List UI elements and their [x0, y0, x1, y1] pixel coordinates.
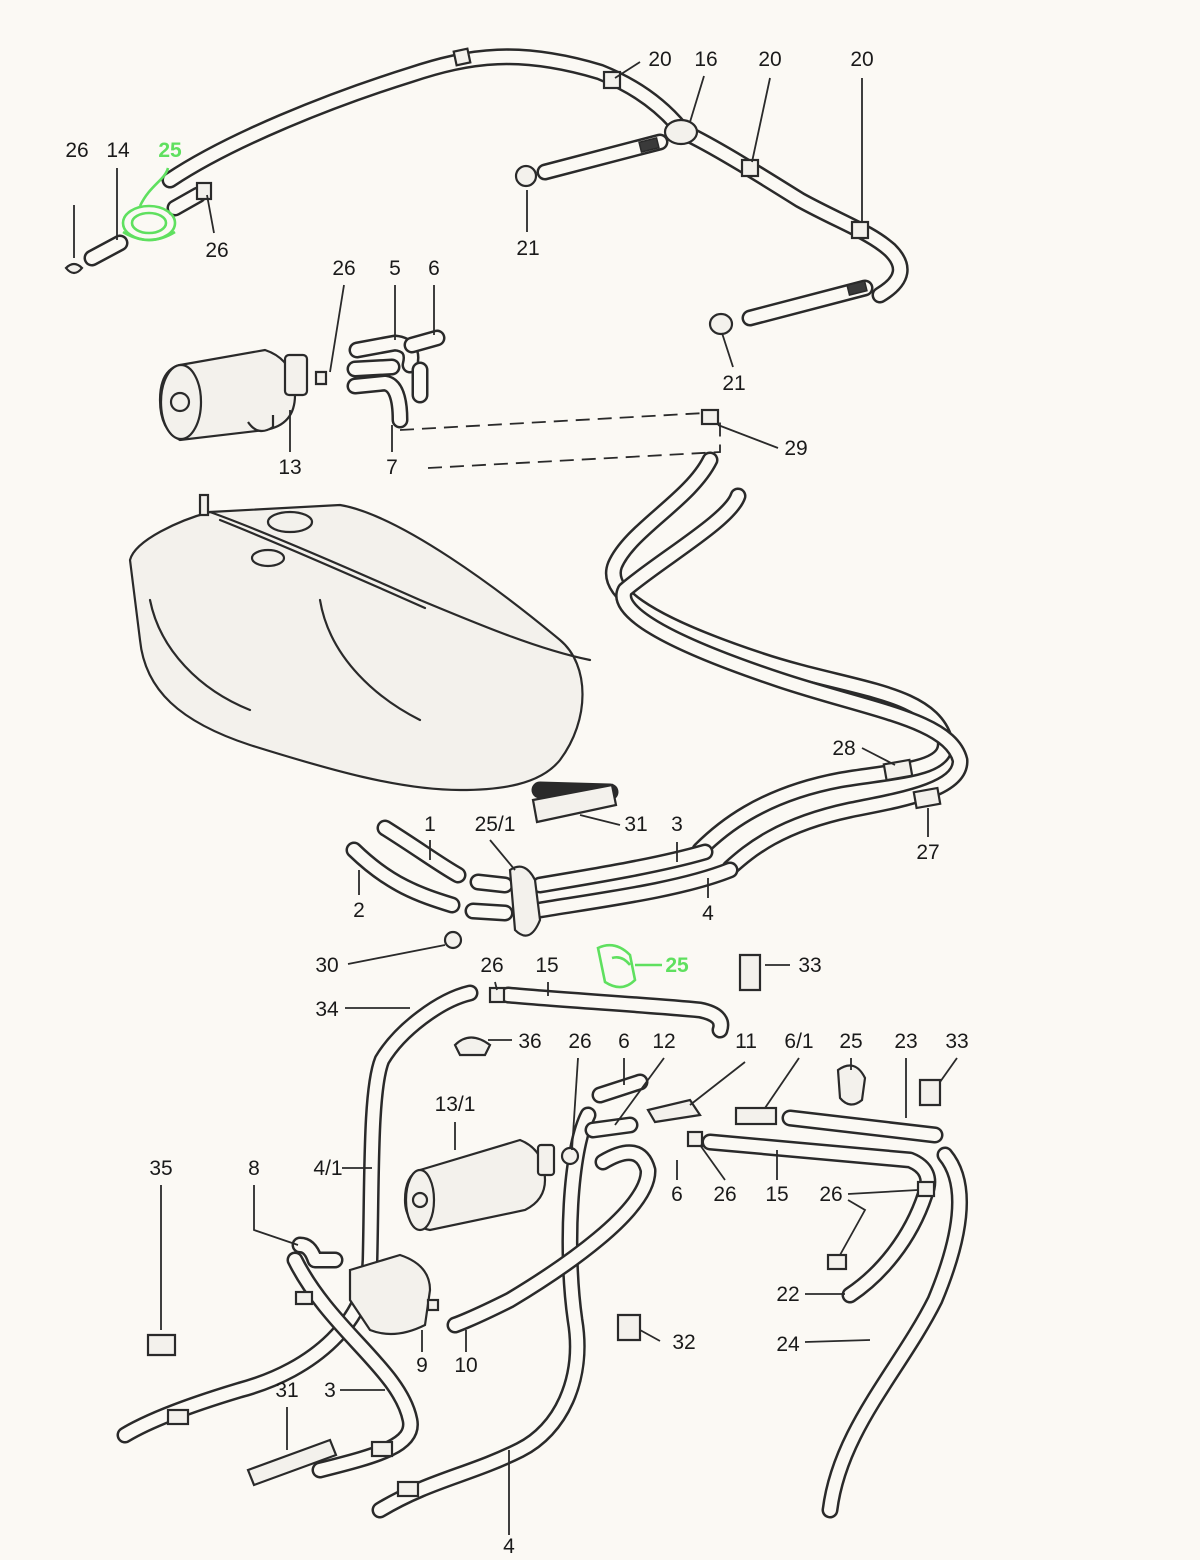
callout-label-l33b: 33: [945, 1030, 968, 1053]
sleeve-31-a: [531, 783, 618, 824]
callout-label-l61: 6/1: [784, 1030, 813, 1053]
callout-label-l33a: 33: [798, 954, 821, 977]
callout-label-l12: 12: [652, 1030, 675, 1053]
callout-label-l20b: 20: [758, 48, 781, 71]
grommet-25-1-assembly: [345, 781, 619, 950]
fuel-pump-13-1-assembly: [291, 1138, 556, 1336]
clamp-20-c: [850, 220, 870, 240]
sleeve-6-1: [734, 1106, 778, 1126]
callout-label-l10: 10: [454, 1354, 477, 1377]
callout-label-l3a: 3: [671, 813, 683, 836]
callout-label-l26c: 26: [332, 257, 355, 280]
callout-label-l25a: 25: [158, 139, 182, 162]
callout-label-l35: 35: [149, 1157, 172, 1180]
main-fuel-lines: [531, 451, 969, 919]
t-piece-11: [646, 1098, 702, 1124]
callout-label-l14: 14: [106, 139, 130, 162]
callout-label-l23: 23: [894, 1030, 917, 1053]
callout-label-l4a: 4: [702, 902, 714, 925]
callout-label-l29: 29: [784, 437, 807, 460]
clamp-30: [443, 930, 463, 950]
callout-label-l3b: 3: [324, 1379, 336, 1402]
callout-label-l1: 1: [424, 813, 436, 836]
grommet-25-c: [836, 1064, 867, 1106]
cap-21-b: [708, 312, 734, 336]
grommet-25-highlighted-a: [121, 167, 177, 242]
clamp-20-b: [740, 158, 760, 178]
callout-label-l15b: 15: [765, 1183, 788, 1206]
clamp-20-a: [602, 70, 622, 90]
grommet-25-1: [508, 865, 542, 937]
cap-35: [146, 1333, 177, 1357]
callout-label-l30: 30: [315, 954, 338, 977]
callout-label-l8: 8: [248, 1157, 260, 1180]
callout-label-l28: 28: [832, 737, 855, 760]
clamp-26-d: [488, 986, 506, 1004]
callout-label-l9: 9: [416, 1354, 428, 1377]
callout-label-l36: 36: [518, 1030, 541, 1053]
callout-label-l4b: 4: [503, 1535, 515, 1558]
callout-label-l26a: 26: [65, 139, 88, 162]
callout-label-l21b: 21: [722, 372, 745, 395]
callout-label-l27: 27: [916, 841, 939, 864]
clamp-29: [700, 408, 720, 426]
callout-label-l25c: 25: [839, 1030, 862, 1053]
lower-hoses: [116, 984, 968, 1519]
fuel-tank: [128, 493, 592, 792]
clamp-26-g: [826, 1253, 848, 1271]
t-connector-16: [663, 118, 699, 146]
sleeve-31-b: [246, 1438, 338, 1487]
callout-label-l26d: 26: [480, 954, 503, 977]
callout-label-l20a: 20: [648, 48, 671, 71]
clip-33-b: [918, 1078, 942, 1107]
callout-label-l41: 4/1: [313, 1157, 342, 1180]
callout-label-l251: 25/1: [475, 813, 516, 836]
clamp-26-a: [64, 262, 84, 275]
cap-21-a: [514, 164, 538, 188]
leader-lines: [73, 61, 958, 1535]
clamp-26-e: [560, 1146, 580, 1166]
callout-label-l34: 34: [315, 998, 339, 1021]
clamp-26-f: [686, 1130, 704, 1148]
callout-label-l26b: 26: [205, 239, 228, 262]
cap-36: [453, 1036, 492, 1057]
callout-label-l6c: 6: [671, 1183, 683, 1206]
filter-9: [348, 1253, 432, 1336]
callout-label-l25b: 25: [665, 954, 689, 977]
clip-33-a: [738, 953, 762, 992]
callout-label-l2: 2: [353, 899, 365, 922]
clip-32: [616, 1313, 642, 1342]
sleeve-27: [912, 786, 942, 810]
callout-label-l13: 13: [278, 456, 301, 479]
callout-label-l31a: 31: [624, 813, 647, 836]
callout-label-l31b: 31: [275, 1379, 298, 1402]
callout-label-l26f: 26: [713, 1183, 736, 1206]
callout-label-l6a: 6: [428, 257, 440, 280]
callout-label-l131: 13/1: [435, 1093, 476, 1116]
callout-label-l22: 22: [776, 1283, 799, 1306]
callout-label-l7: 7: [386, 456, 398, 479]
callout-label-l5: 5: [389, 257, 401, 280]
callout-label-l16: 16: [694, 48, 717, 71]
top-left-small-parts: [64, 167, 213, 275]
callout-label-l15a: 15: [535, 954, 558, 977]
fuel-pump-13-assembly: [158, 329, 721, 469]
grommet-25-highlighted-b: [596, 943, 662, 989]
callout-label-l11: 11: [735, 1030, 757, 1053]
callout-label-l21a: 21: [516, 237, 539, 260]
callout-label-l26e: 26: [568, 1030, 591, 1053]
callout-label-l6b: 6: [618, 1030, 630, 1053]
callout-label-l26g: 26: [819, 1183, 842, 1206]
callout-label-l24: 24: [776, 1333, 800, 1356]
callout-label-l32: 32: [672, 1331, 695, 1354]
sleeve-28: [882, 758, 914, 782]
callout-label-l20c: 20: [850, 48, 873, 71]
vent-line-top: [161, 47, 909, 336]
